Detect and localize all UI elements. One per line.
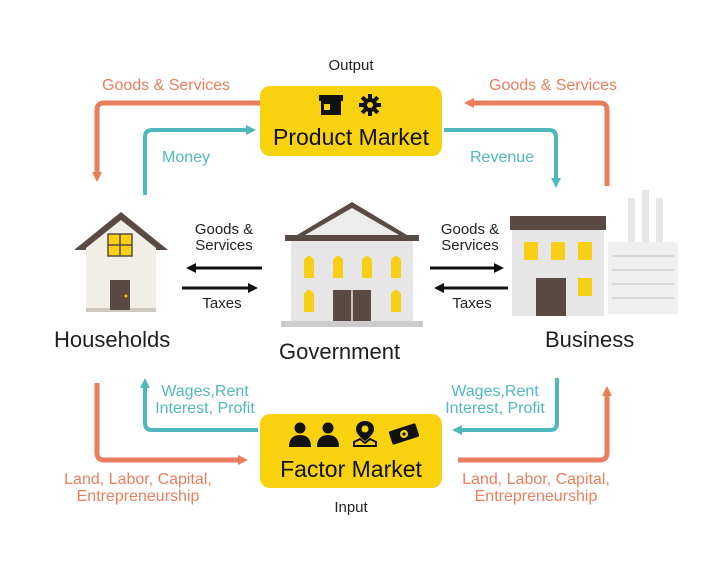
wages-right-line1: Wages,Rent xyxy=(451,383,539,400)
factor-market-box: Factor Market xyxy=(260,414,442,488)
gov-goods-right-line2: Services xyxy=(441,236,499,254)
wages-left-line1: Wages,Rent xyxy=(161,383,249,400)
product-market-title: Product Market xyxy=(273,124,429,150)
households-label: Households xyxy=(54,327,171,352)
arrow-goods-to-households xyxy=(92,100,260,182)
input-label: Input xyxy=(334,499,368,516)
goods-services-top-right: Goods & Services xyxy=(489,77,618,94)
arrow-wages-to-households xyxy=(140,378,258,432)
wages-left-line2: Interest, Profit xyxy=(155,399,255,417)
output-label: Output xyxy=(328,57,374,74)
land-right-line1: Land, Labor, Capital, xyxy=(462,471,610,488)
arrow-land-to-business xyxy=(458,386,612,463)
shop-icon xyxy=(319,95,343,115)
wages-right: Wages,Rent Interest, Profit xyxy=(436,383,554,418)
land-left-line2: Entrepreneurship xyxy=(76,487,200,505)
land-right-line2: Entrepreneurship xyxy=(474,487,598,505)
taxes-left: Taxes xyxy=(202,295,242,312)
map-pin-icon xyxy=(353,421,377,447)
factor-market-title: Factor Market xyxy=(280,456,422,482)
gov-goods-left-line2: Services xyxy=(195,236,253,254)
government-label: Government xyxy=(279,339,401,364)
land-left-line1: Land, Labor, Capital, xyxy=(64,471,212,488)
wages-right-line2: Interest, Profit xyxy=(445,399,545,417)
gear-icon xyxy=(359,94,381,116)
arrow-land-from-households xyxy=(94,383,248,465)
arrow-goods-from-business xyxy=(464,98,610,186)
factory-icon xyxy=(510,190,678,316)
gov-goods-left-line1: Goods & xyxy=(194,221,254,238)
government-building-icon xyxy=(281,202,423,327)
gov-goods-services-right: Goods & Services xyxy=(432,222,508,254)
money-label: Money xyxy=(162,149,211,166)
wages-left: Wages,Rent Interest, Profit xyxy=(146,383,264,418)
goods-services-top-left: Goods & Services xyxy=(102,77,231,94)
business-label: Business xyxy=(545,327,635,352)
house-icon xyxy=(74,212,168,312)
people-icon xyxy=(289,422,339,447)
money-icon xyxy=(388,423,420,445)
arrow-money xyxy=(143,125,256,195)
taxes-right: Taxes xyxy=(452,295,492,312)
gov-goods-right-line1: Goods & xyxy=(440,221,500,238)
revenue-label: Revenue xyxy=(470,149,535,166)
land-labor-left: Land, Labor, Capital, Entrepreneurship xyxy=(44,471,232,506)
arrow-revenue xyxy=(444,128,561,188)
product-market-box: Product Market xyxy=(260,86,442,156)
land-labor-right: Land, Labor, Capital, Entrepreneurship xyxy=(442,471,630,506)
gov-goods-services-left: Goods & Services xyxy=(186,222,262,254)
arrow-wages-from-business xyxy=(452,378,559,435)
